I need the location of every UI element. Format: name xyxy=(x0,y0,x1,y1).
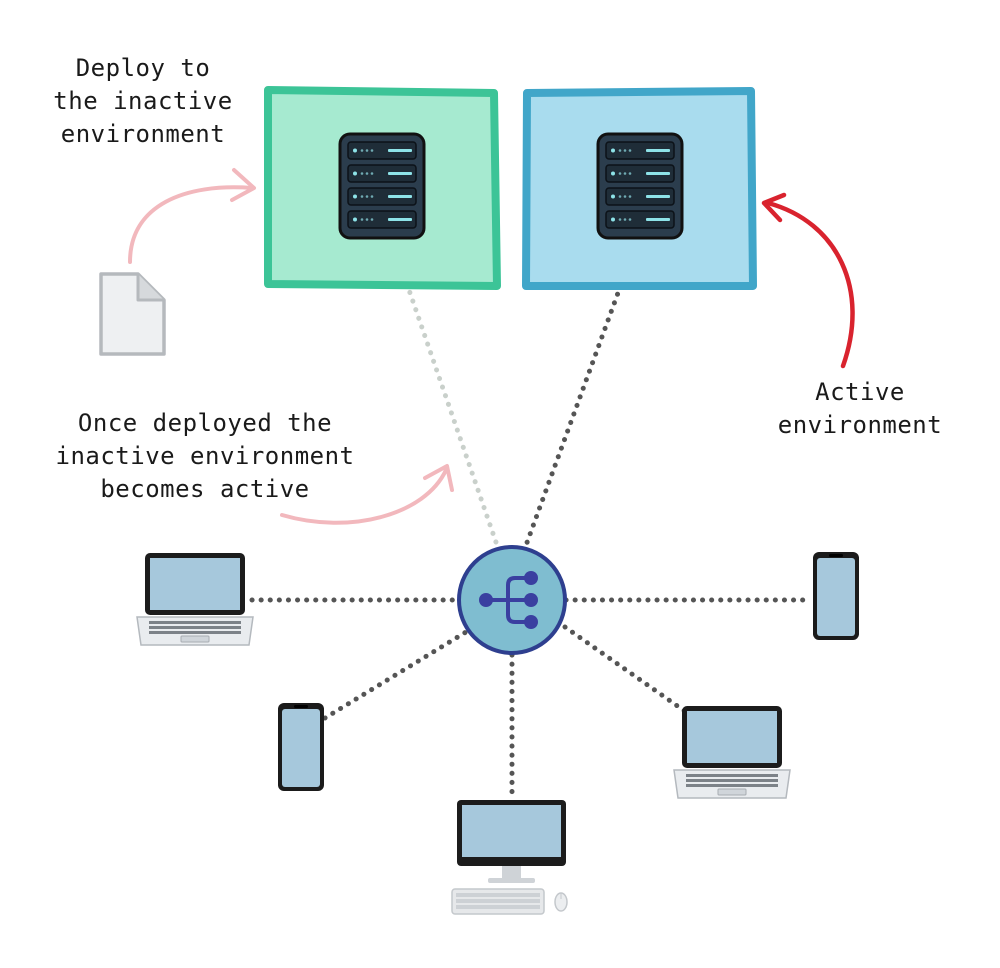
router-icon xyxy=(457,545,567,655)
active-environment-arrow xyxy=(761,192,855,369)
once-deployed-label: Once deployed the inactive environment b… xyxy=(50,407,360,506)
active-environment-label: Active environment xyxy=(760,376,960,442)
activation-arrow xyxy=(280,464,454,525)
deploy-arrow xyxy=(128,168,256,264)
active-label-line-1: Active xyxy=(815,378,905,406)
inactive-environment-box xyxy=(264,86,501,290)
laptop-icon xyxy=(136,552,254,646)
connector-phone-left xyxy=(322,629,469,721)
server-icon xyxy=(338,132,426,240)
once-deployed-line-2: inactive environment xyxy=(55,442,355,470)
desktop-computer-icon xyxy=(451,800,568,915)
mouse-icon xyxy=(554,892,568,912)
smartphone-icon xyxy=(813,552,859,640)
deploy-label-line-2: the inactive xyxy=(53,87,233,115)
deploy-label-line-3: environment xyxy=(60,120,226,148)
document-icon xyxy=(99,272,166,356)
smartphone-icon xyxy=(278,703,324,791)
active-environment-box xyxy=(522,87,757,290)
once-deployed-line-1: Once deployed the xyxy=(77,409,333,437)
connector-laptop-right xyxy=(562,624,689,715)
connector-active-env xyxy=(522,257,633,551)
connector-lines xyxy=(249,255,813,799)
server-icon xyxy=(596,132,684,240)
deploy-label: Deploy to the inactive environment xyxy=(48,52,238,151)
deploy-label-line-1: Deploy to xyxy=(75,54,211,82)
once-deployed-line-3: becomes active xyxy=(100,475,310,503)
keyboard-icon xyxy=(451,888,545,915)
active-label-line-2: environment xyxy=(777,411,943,439)
connector-inactive-env xyxy=(395,255,501,551)
laptop-icon xyxy=(673,705,791,799)
